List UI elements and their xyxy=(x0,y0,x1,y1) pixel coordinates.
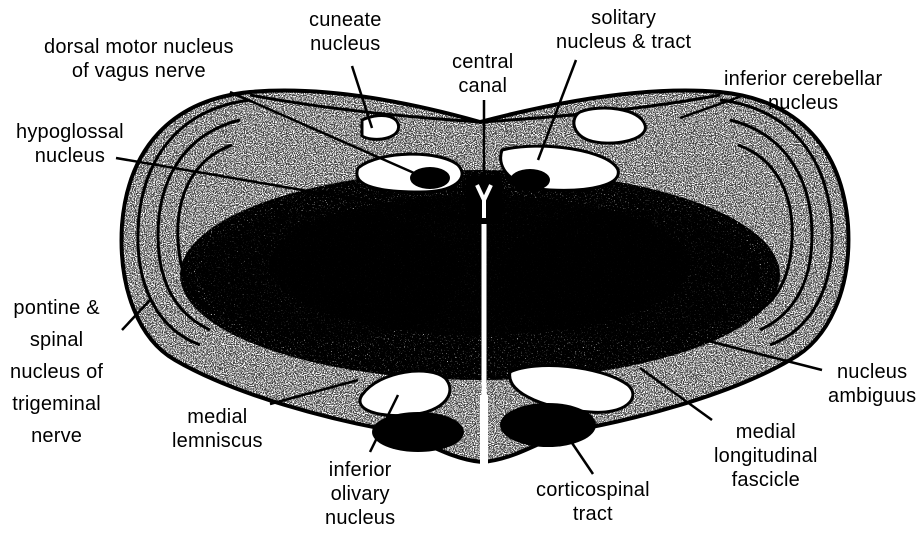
right-cerebellar-nucleus-shape xyxy=(574,108,646,143)
label-solitary-nucleus-tract: solitary nucleus & tract xyxy=(556,6,691,54)
label-medial-longitudinal-fascicle: medial longitudinal fascicle xyxy=(714,420,818,492)
label-nucleus-ambiguus: nucleus ambiguus xyxy=(828,360,916,408)
label-corticospinal-tract: corticospinal tract xyxy=(536,478,650,526)
label-pontine-spinal-trigeminal: pontine & spinal nucleus of trigeminal n… xyxy=(10,292,103,452)
label-dorsal-motor-nucleus-vagus: dorsal motor nucleus of vagus nerve xyxy=(44,35,234,83)
label-medial-lemniscus: medial lemniscus xyxy=(172,405,263,453)
label-cuneate-nucleus: cuneate nucleus xyxy=(309,8,382,56)
right-dorsal-dark-nucleus xyxy=(510,169,550,191)
leader-corticospinal xyxy=(570,440,593,474)
label-inferior-olivary-nucleus: inferior olivary nucleus xyxy=(325,458,395,530)
left-dorsal-dark-nucleus xyxy=(410,167,450,189)
cuneate-nucleus-shape xyxy=(362,115,399,139)
label-inferior-cerebellar-nucleus: inferior cerebellar nucleus xyxy=(724,67,882,115)
right-corticospinal-tract-shape xyxy=(500,403,596,447)
label-central-canal: central canal xyxy=(452,50,513,98)
label-hypoglossal-nucleus: hypoglossal nucleus xyxy=(16,120,124,168)
